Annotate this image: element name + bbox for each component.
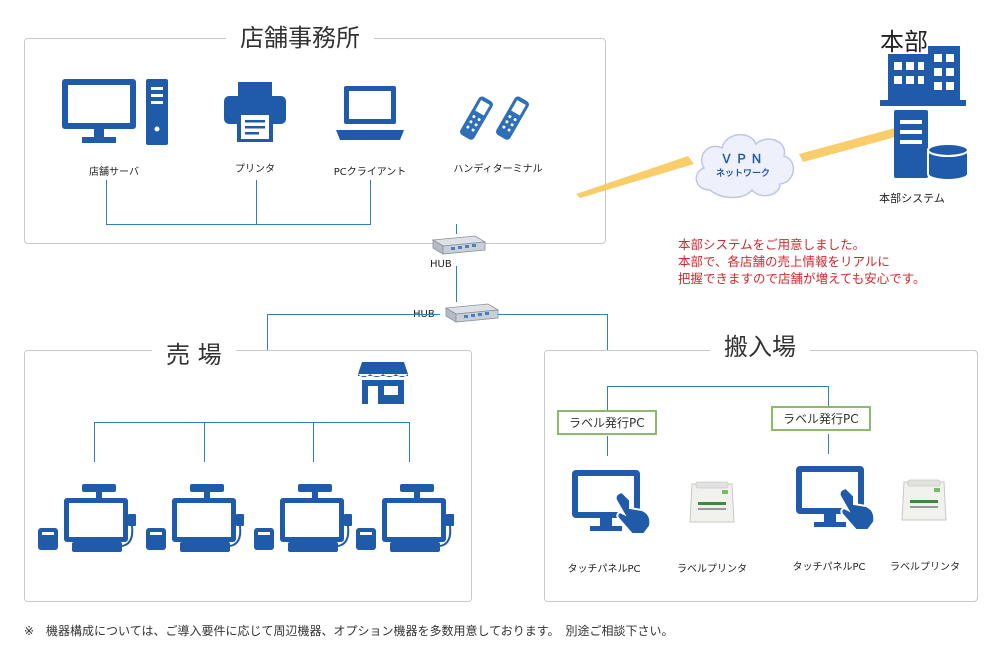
- vpn-link-arrow-right: [799, 128, 899, 162]
- office-to-hub-wire: [456, 224, 457, 234]
- hq-building-icon: [880, 46, 966, 106]
- pos-drop-wire-3: [313, 422, 314, 462]
- pc-client-label: PCクライアント: [333, 167, 407, 178]
- printer-icon: [224, 82, 286, 142]
- pos-drop-wire-4: [409, 422, 410, 462]
- touch-panel-pc-icon: [796, 466, 876, 531]
- office-wire-server: [106, 180, 107, 224]
- handy-terminal-label: ハンディターミナル: [453, 164, 543, 175]
- footnote: ※ 機器構成については、ご導入要件に応じて周辺機器、オプション機器を多数用意して…: [24, 624, 674, 638]
- pos-terminal-icon: [146, 484, 244, 552]
- store-shop-icon: [358, 362, 408, 404]
- label-printer-label-2: ラベルプリンタ: [890, 562, 960, 573]
- hub-to-receiving-wire: [498, 314, 607, 315]
- vpn-cloud-subtitle: ネットワーク: [715, 169, 771, 179]
- laptop-icon: [336, 86, 404, 140]
- office-wire-bus: [106, 224, 371, 225]
- pos-drop-wire-2: [204, 422, 205, 462]
- label-printer-icon: [901, 479, 947, 521]
- receiving-drop-wire-1b: [607, 436, 608, 456]
- receiving-drop-wire-1: [607, 386, 608, 410]
- pos-drop-wire-1: [94, 422, 95, 462]
- hub-icon: [431, 235, 487, 255]
- server-label: 店舗サーバ: [89, 167, 139, 178]
- office-wire-printer: [256, 180, 257, 224]
- label-printer-label-1: ラベルプリンタ: [677, 564, 747, 575]
- printer-label: プリンタ: [235, 164, 275, 175]
- label-printer-icon: [689, 481, 735, 523]
- hub-label-top: HUB: [430, 259, 452, 270]
- hq-message-line-1: 本部システムをご用意しました。: [678, 237, 866, 252]
- vpn-cloud-title: ＶＰＮ: [720, 152, 766, 166]
- office-wire-laptop: [370, 180, 371, 224]
- pos-terminal-icon: [38, 484, 136, 552]
- store-office-title: 店舗事務所: [226, 21, 374, 55]
- touch-panel-pc-label-1: タッチパネルPC: [567, 564, 641, 575]
- hub-to-sales-wire: [267, 314, 440, 315]
- receiving-drop-wire-2: [828, 386, 829, 406]
- sales-floor-title: 売 場: [152, 338, 236, 372]
- pos-terminal-icon: [254, 484, 352, 552]
- receiving-drop-wire-2b: [828, 434, 829, 454]
- touch-panel-pc-icon: [572, 470, 652, 535]
- touch-panel-pc-label-2: タッチパネルPC: [792, 562, 866, 573]
- hq-message-line-2: 本部で、各店舗の売上情報をリアルに: [678, 254, 890, 269]
- hq-system-label: 本部システム: [879, 192, 945, 205]
- server-computer-icon: [62, 79, 168, 145]
- hq-title: 本部: [880, 28, 928, 56]
- receiving-bus-wire: [607, 386, 828, 387]
- hub-to-hub-wire: [456, 266, 457, 302]
- pos-terminal-icon: [356, 484, 454, 552]
- hub-icon: [444, 303, 500, 323]
- sales-bus-wire: [94, 422, 410, 423]
- label-issuing-pc-box-1: ラベル発行PC: [557, 410, 657, 435]
- hq-message-line-3: 把握できますので店舗が増えても安心です。: [678, 271, 926, 286]
- handy-terminal-icon: [460, 96, 529, 140]
- receiving-area-title: 搬入場: [710, 330, 810, 364]
- hq-server-database-icon: [894, 110, 969, 181]
- store-office-panel: [24, 38, 606, 244]
- label-issuing-pc-box-2: ラベル発行PC: [771, 406, 871, 431]
- vpn-link-arrow-left: [576, 156, 694, 198]
- vpn-cloud-icon: [695, 134, 794, 199]
